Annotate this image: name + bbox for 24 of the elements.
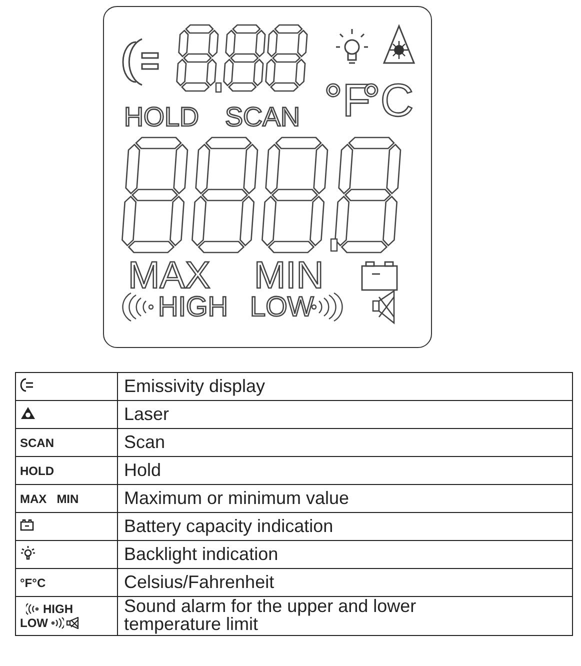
lcd-display-panel bbox=[103, 6, 432, 348]
description-text: Laser bbox=[124, 405, 170, 423]
lcd-label: LOW bbox=[250, 293, 314, 321]
description-text: Sound alarm for the upper and lower temperature limit bbox=[124, 597, 418, 633]
description-text: Hold bbox=[124, 461, 162, 479]
description-text: Battery capacity indication bbox=[124, 517, 334, 535]
symbol-label: MIN bbox=[56, 492, 79, 506]
symbol-label: HOLD bbox=[20, 464, 54, 478]
lcd-label: MAX bbox=[128, 257, 210, 295]
lcd-label: HIGH bbox=[158, 293, 228, 321]
lcd-label: SCAN bbox=[225, 104, 300, 131]
description-text: Emissivity display bbox=[124, 377, 266, 395]
symbol-label: SCAN bbox=[20, 436, 54, 450]
description-text: Celsius/Fahrenheit bbox=[124, 573, 274, 591]
description-text: Scan bbox=[124, 433, 166, 451]
symbol-label: MAX bbox=[20, 492, 47, 506]
lcd-label: MIN bbox=[254, 257, 324, 295]
symbol-label: °F bbox=[20, 576, 32, 590]
lcd-label: HOLD bbox=[124, 104, 200, 131]
symbol-label: HIGH bbox=[43, 602, 73, 616]
description-text: Backlight indication bbox=[124, 545, 278, 563]
symbol-label: °C bbox=[32, 576, 46, 590]
description-text: Maximum or minimum value bbox=[124, 489, 350, 507]
symbol-label: LOW bbox=[20, 616, 48, 630]
